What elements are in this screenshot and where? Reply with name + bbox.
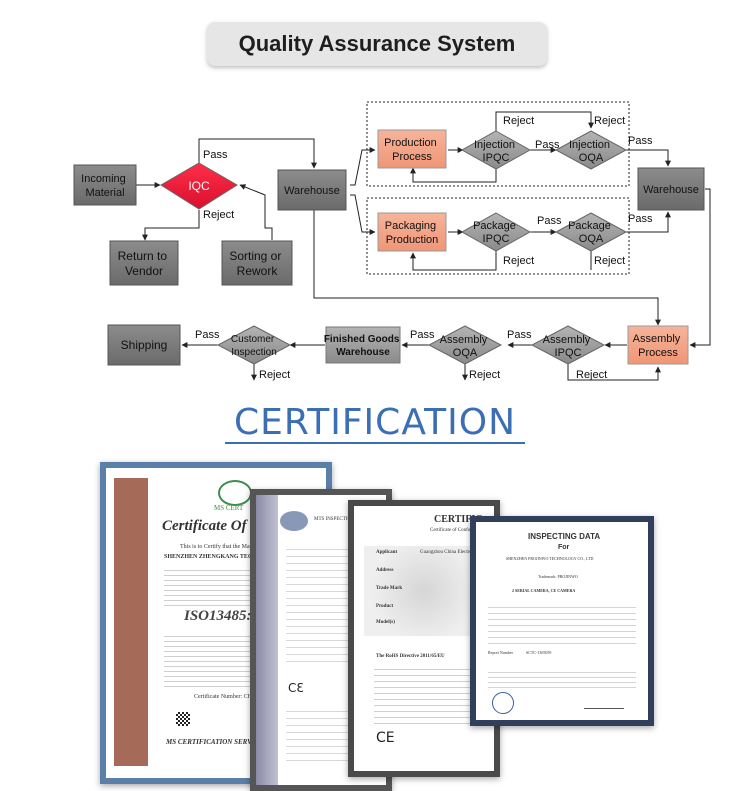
report-footer-lines (488, 668, 636, 688)
address-label: Address (376, 568, 394, 573)
warehouse-right-box (637, 167, 705, 211)
page-title: Quality Assurance System (207, 22, 547, 66)
sorting-rework-box (221, 240, 293, 286)
finished-goods-box (325, 326, 401, 364)
ce-mark-icon: CE (376, 730, 395, 746)
injection-ipqc-diamond (460, 130, 532, 170)
applicant-label: Applicant (376, 550, 398, 555)
certificate-qr-code (176, 712, 190, 726)
package-oqa-label: Package OQA (568, 220, 614, 245)
applicant-value: Guangzhou China Electron (420, 550, 475, 555)
pass-label: Pass (195, 329, 220, 341)
assembly-ipqc-label: Assembly IPQC (543, 334, 594, 359)
report-number-label: Report Number (488, 650, 513, 655)
ce-cert-title: CERTIFIC (434, 514, 483, 525)
pass-label: Pass (628, 213, 653, 225)
assembly-process-box (627, 325, 689, 365)
return-to-vendor-box (109, 240, 179, 286)
report-stamp (492, 692, 514, 714)
pass-label: Pass (410, 329, 435, 341)
pass-label: Pass (537, 215, 562, 227)
report-trademark: Trademark: PROJINWO (538, 574, 578, 579)
reject-label: Reject (469, 369, 500, 381)
return-to-vendor-label: Return to Vendor (118, 249, 171, 278)
injection-ipqc-label: Injection IPQC (474, 139, 518, 164)
production-process-box (377, 129, 447, 169)
packaging-production-box (377, 212, 447, 252)
pass-label: Pass (628, 135, 653, 147)
report-signature (584, 700, 624, 709)
mts-header: MTS INSPECTION (314, 517, 355, 522)
certificate-side-band (114, 478, 148, 766)
certification-underline (225, 442, 525, 444)
ce-body-lines (374, 664, 478, 724)
incoming-material-label: Incoming Material (81, 173, 129, 199)
certificate-title: Certificate Of R (162, 518, 261, 534)
certificate-intro: This is to Certify that the Mana (180, 544, 256, 550)
report-body-lines (488, 602, 636, 648)
assembly-process-label: Assembly Process (633, 333, 684, 359)
reject-label: Reject (576, 369, 607, 381)
package-oqa-diamond (554, 212, 628, 252)
product-label: Product (376, 604, 394, 609)
inspecting-data-report: INSPECTING DATA For SHENZHEN PROJINWO TE… (470, 516, 654, 726)
pass-label: Pass (203, 149, 228, 161)
pass-label: Pass (535, 139, 560, 151)
report-for: For (558, 544, 570, 551)
certificate-number: Certificate Number: CHINTW (194, 694, 268, 700)
reject-label: Reject (503, 255, 534, 267)
rohs-directive: The RoHS Directive 2011/65/EU (376, 654, 445, 659)
package-ipqc-label: Package IPQC (473, 220, 519, 245)
incoming-material-box (73, 164, 137, 206)
model-label: Model(s) (376, 620, 395, 625)
mts-side-band (256, 495, 278, 785)
reject-label: Reject (594, 115, 625, 127)
reject-label: Reject (203, 209, 234, 221)
certificate-standard: ISO13485:2 (184, 608, 260, 624)
injection-oqa-label: Injection OQA (569, 139, 613, 164)
sorting-rework-label: Sorting or Rework (229, 249, 284, 278)
warehouse-left-label: Warehouse (284, 185, 340, 197)
warehouse-right-label: Warehouse (643, 184, 699, 196)
iqc-diamond (160, 162, 238, 210)
packaging-production-label: Packaging Production (385, 220, 439, 246)
certificate-company: SHENZHEN ZHENGKANG TECHNO (164, 554, 266, 560)
production-process-label: Production Process (384, 137, 440, 163)
customer-inspection-label: Customer Inspection (231, 334, 277, 358)
trade-mark-label: Trade Mark (376, 586, 403, 591)
report-company: SHENZHEN PROJINWO TECHNOLOGY CO., LTD (506, 556, 594, 561)
warehouse-left-box (277, 169, 347, 211)
certification-heading: CERTIFICATION (233, 402, 517, 443)
package-ipqc-diamond (460, 212, 532, 252)
ce-icon: CƐ (288, 681, 304, 695)
assembly-oqa-label: Assembly OQA (440, 334, 491, 359)
ms-cert-logo (218, 480, 252, 506)
finished-goods-label: Finished Goods Warehouse (324, 334, 402, 358)
reject-label: Reject (594, 255, 625, 267)
ms-cert-logo-text: MS CERT (214, 504, 244, 512)
ce-cert-subtitle: Certificate of Confor (430, 528, 472, 533)
assembly-oqa-diamond (427, 325, 503, 365)
reject-label: Reject (503, 115, 534, 127)
report-title: INSPECTING DATA (528, 532, 601, 541)
certificate-footer: MS CERTIFICATION SERVIC (166, 738, 260, 746)
ce-watermark (364, 546, 484, 636)
assembly-ipqc-diamond (530, 325, 606, 365)
iqc-label: IQC (188, 179, 210, 193)
qa-flowchart: Incoming Material IQC Return to Vendor S… (73, 101, 711, 381)
injection-oqa-diamond (554, 130, 628, 170)
reject-label: Reject (259, 369, 290, 381)
pass-label: Pass (507, 329, 532, 341)
customer-inspection-diamond (216, 325, 292, 365)
report-camera: 2 SERIAL CAMERA, CE CAMERA (512, 588, 576, 593)
shipping-box (107, 324, 181, 366)
shipping-label: Shipping (121, 338, 168, 352)
mts-logo (280, 511, 308, 531)
report-number-value: SCTC-1305059 (526, 650, 552, 655)
